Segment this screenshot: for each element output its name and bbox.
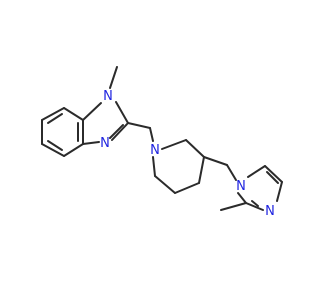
atom-label-n: N [100, 136, 110, 151]
atom-label-n: N [150, 143, 160, 158]
bond [41, 143, 65, 157]
bond [247, 165, 266, 178]
bond-double-inner [251, 200, 259, 207]
bond [174, 182, 200, 194]
bond [203, 156, 228, 166]
bond [63, 107, 84, 121]
bond [63, 143, 84, 157]
bond-layer [41, 66, 283, 211]
bond-double-inner [266, 171, 279, 184]
bond [109, 66, 118, 89]
bond [149, 127, 154, 142]
bond [185, 139, 205, 158]
bond [115, 101, 129, 124]
bond [41, 107, 65, 121]
atom-label-layer: N N N N N [100, 89, 275, 219]
bond [111, 122, 129, 141]
bond [161, 139, 187, 150]
bond [82, 141, 100, 145]
bond [127, 122, 151, 129]
bond [264, 165, 283, 183]
atom-label-n: N [236, 179, 246, 194]
bond [276, 181, 283, 202]
bond [245, 202, 264, 211]
bond [226, 164, 237, 181]
bond-double-inner [109, 124, 124, 139]
atom-label-n: N [265, 204, 275, 219]
bond [154, 175, 176, 194]
bond-double-inner [47, 140, 63, 151]
molecule-structure-diagram: N N N N N [41, 66, 283, 219]
bond [82, 102, 102, 121]
bond [220, 202, 247, 211]
bond [198, 156, 205, 184]
bond [152, 156, 156, 177]
atom-label-n: N [103, 89, 113, 104]
bond-double-inner [47, 113, 63, 124]
bond [237, 192, 247, 204]
